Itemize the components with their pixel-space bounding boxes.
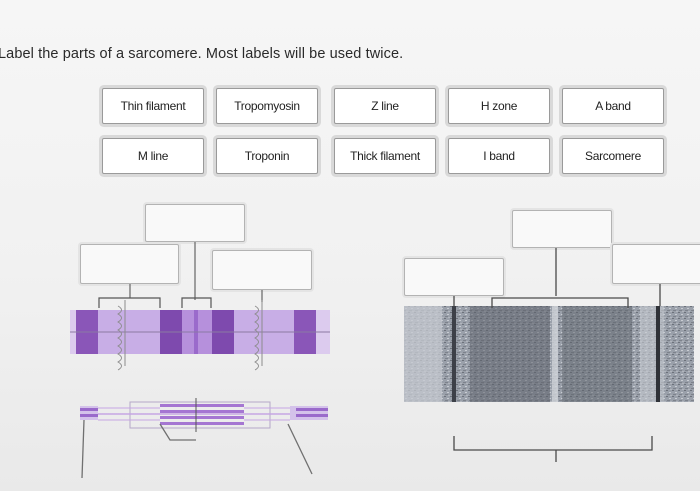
label-h-zone[interactable]: H zone [448,88,550,124]
drop-zone-right-top[interactable] [512,210,612,248]
right-leader-lines [453,248,661,462]
left-brackets [98,297,212,308]
label-sarcomere[interactable]: Sarcomere [562,138,664,174]
instruction-text: Label the parts of a sarcomere. Most lab… [0,46,404,62]
drop-zone-left-top[interactable] [145,204,245,242]
drop-zone-left-mid[interactable] [80,244,179,284]
label-thick-filament[interactable]: Thick filament [334,138,436,174]
drop-zone-right-left[interactable] [404,258,504,296]
label-tropomyosin[interactable]: Tropomyosin [216,88,318,124]
label-a-band[interactable]: A band [562,88,664,124]
left-filament-model [80,398,328,432]
label-thin-filament[interactable]: Thin filament [102,88,204,124]
left-bottom-leader-lines [81,419,313,479]
left-sarcomere-bands [70,300,330,371]
right-micrograph [404,306,694,402]
label-troponin[interactable]: Troponin [216,138,318,174]
left-leader-lines [129,242,263,302]
label-i-band[interactable]: I band [448,138,550,174]
drop-zone-right-edge[interactable] [612,244,700,284]
drop-zone-left-right[interactable] [212,250,312,290]
label-z-line[interactable]: Z line [334,88,436,124]
label-m-line[interactable]: M line [102,138,204,174]
